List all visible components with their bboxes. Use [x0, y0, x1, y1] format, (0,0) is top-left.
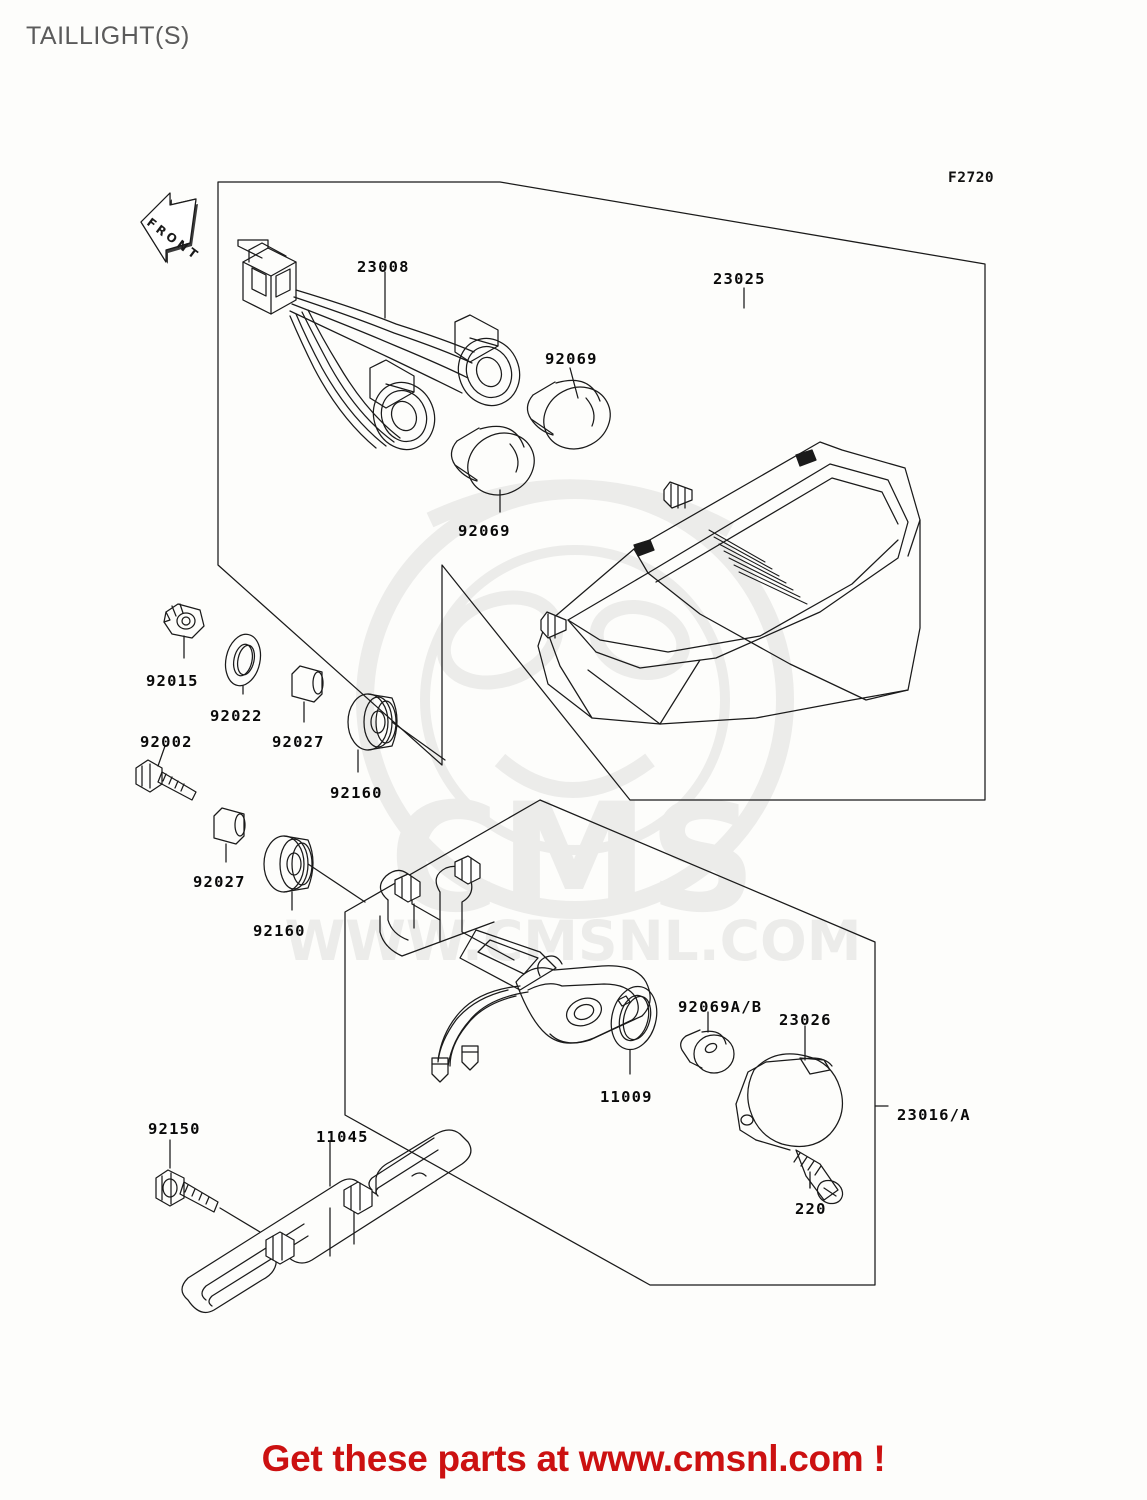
part-92160-damper-upper [347, 693, 446, 773]
part-label-license-lamp-lens: 23026 [779, 1011, 832, 1029]
part-92002-bolt [135, 745, 197, 801]
page-title: TAILLIGHT(S) [26, 22, 190, 50]
part-label-washer: 92022 [210, 707, 263, 725]
part-label-collar-upper: 92027 [272, 733, 325, 751]
part-23026-lens-cover [735, 1025, 843, 1151]
part-92027-collar-upper [291, 665, 324, 723]
part-92069ab-bulb [680, 1011, 735, 1074]
part-label-damper-lower: 92160 [253, 922, 306, 940]
svg-text:WWW.CMSNL.COM: WWW.CMSNL.COM [285, 909, 862, 973]
part-11009-gasket [610, 985, 658, 1075]
assembly-box-23016a [344, 799, 889, 1286]
part-92160-damper-lower [263, 835, 366, 911]
part-label-bulb-upper: 92069 [545, 350, 598, 368]
part-label-bulb-lower: 92069 [458, 522, 511, 540]
svg-text:CMS: CMS [389, 772, 756, 946]
part-11045-license-bracket [181, 1129, 472, 1313]
front-arrow-badge: F R O N T [140, 192, 201, 264]
part-92022-washer [224, 633, 262, 695]
part-label-collar-lower: 92027 [193, 873, 246, 891]
part-92069-bulb-upper [526, 367, 611, 450]
assembly-box-23025 [217, 181, 986, 801]
part-label-harness-socket-assembly: 23008 [357, 258, 410, 276]
part-label-screw: 220 [795, 1200, 827, 1218]
part-label-license-lamp-bulb: 92069A/B [678, 998, 763, 1016]
part-92150-bolt [155, 1139, 261, 1233]
part-label-gasket: 11009 [600, 1088, 653, 1106]
part-23008-harness [237, 239, 521, 451]
svg-text:T: T [185, 245, 201, 262]
footer-promo: Get these parts at www.cmsnl.com ! [261, 1438, 886, 1479]
part-label-nut: 92015 [146, 672, 199, 690]
part-license-lamp-bracket [379, 855, 651, 1083]
part-92027-collar-lower [213, 807, 246, 863]
part-label-license-lamp-assembly: 23016/A [897, 1106, 971, 1124]
part-label-license-plate-bracket: 11045 [316, 1128, 369, 1146]
figure-code: F2720 [948, 170, 995, 186]
part-label-bolt-flanged: 92150 [148, 1120, 201, 1138]
part-23025-taillight-lens [537, 441, 921, 725]
part-92069-bulb-lower [450, 425, 535, 513]
part-label-taillight-assembly: 23025 [713, 270, 766, 288]
part-label-damper-upper: 92160 [330, 784, 383, 802]
part-92015-nut [163, 603, 205, 659]
part-label-bolt: 92002 [140, 733, 193, 751]
part-220-screw [793, 1149, 844, 1205]
